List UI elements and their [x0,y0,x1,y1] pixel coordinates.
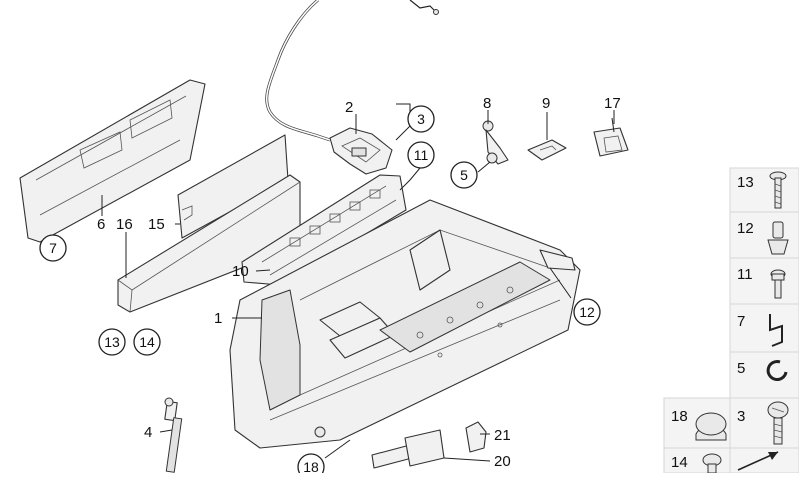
callout-2: 2 [345,99,353,116]
legend-num-12: 12 [737,220,754,237]
callout-14: 14 [139,334,155,350]
callout-9: 9 [542,95,550,112]
callout-3: 3 [417,111,425,127]
callout-7: 7 [49,240,57,256]
diagonal-arrow-icon [737,451,779,471]
callouts: 2 3 8 9 17 11 5 6 16 15 7 10 1 13 14 12 … [39,95,621,478]
callout-16: 16 [116,216,133,233]
callout-15: 15 [148,216,165,233]
cap-icon [695,412,727,441]
spring-clip-icon [769,314,783,347]
damper-strut [164,397,183,473]
switch-part [329,127,393,175]
callout-21: 21 [494,427,511,444]
circlip-icon [766,360,788,382]
callout-circle-5 [450,161,478,189]
callout-circle-12 [573,298,601,326]
legend-num-13: 13 [737,174,754,191]
strip-16 [117,174,301,313]
callout-1: 1 [214,310,222,327]
callout-18: 18 [303,459,319,473]
callout-circle-18 [297,453,325,478]
oval-head-screw-icon [767,401,789,445]
mechanism-rail [241,174,407,286]
hardware-legend: 13 12 11 7 5 3 18 14 [663,167,799,474]
callout-4: 4 [144,424,152,441]
callout-circle-11 [407,141,435,169]
legend-num-3: 3 [737,408,745,425]
push-button-icon [702,453,722,474]
callout-circle-3 [407,105,435,133]
callout-6: 6 [97,216,105,233]
callout-20: 20 [494,453,511,470]
expansion-rivet-icon [767,221,789,255]
callout-circle-13 [98,328,126,356]
callout-circle-14 [133,328,161,356]
legend-num-7: 7 [737,313,745,330]
screw-icon [769,171,787,209]
callout-11: 11 [414,147,429,163]
glove-box-body [229,199,581,449]
legend-num-18: 18 [671,408,688,425]
callout-circle-7 [39,234,67,262]
callout-17: 17 [604,95,621,112]
callout-12: 12 [579,304,595,320]
bolt-icon [770,269,786,299]
legend-num-14: 14 [671,454,688,471]
callout-10: 10 [232,263,249,280]
callout-8: 8 [483,95,491,112]
callout-13: 13 [104,334,120,350]
callout-5: 5 [460,167,468,183]
cable-harness [265,0,439,142]
legend-num-5: 5 [737,360,745,377]
side-cover-panel [19,79,206,243]
legend-num-11: 11 [737,266,753,283]
small-parts [482,117,629,165]
bottom-small-parts [371,421,487,469]
